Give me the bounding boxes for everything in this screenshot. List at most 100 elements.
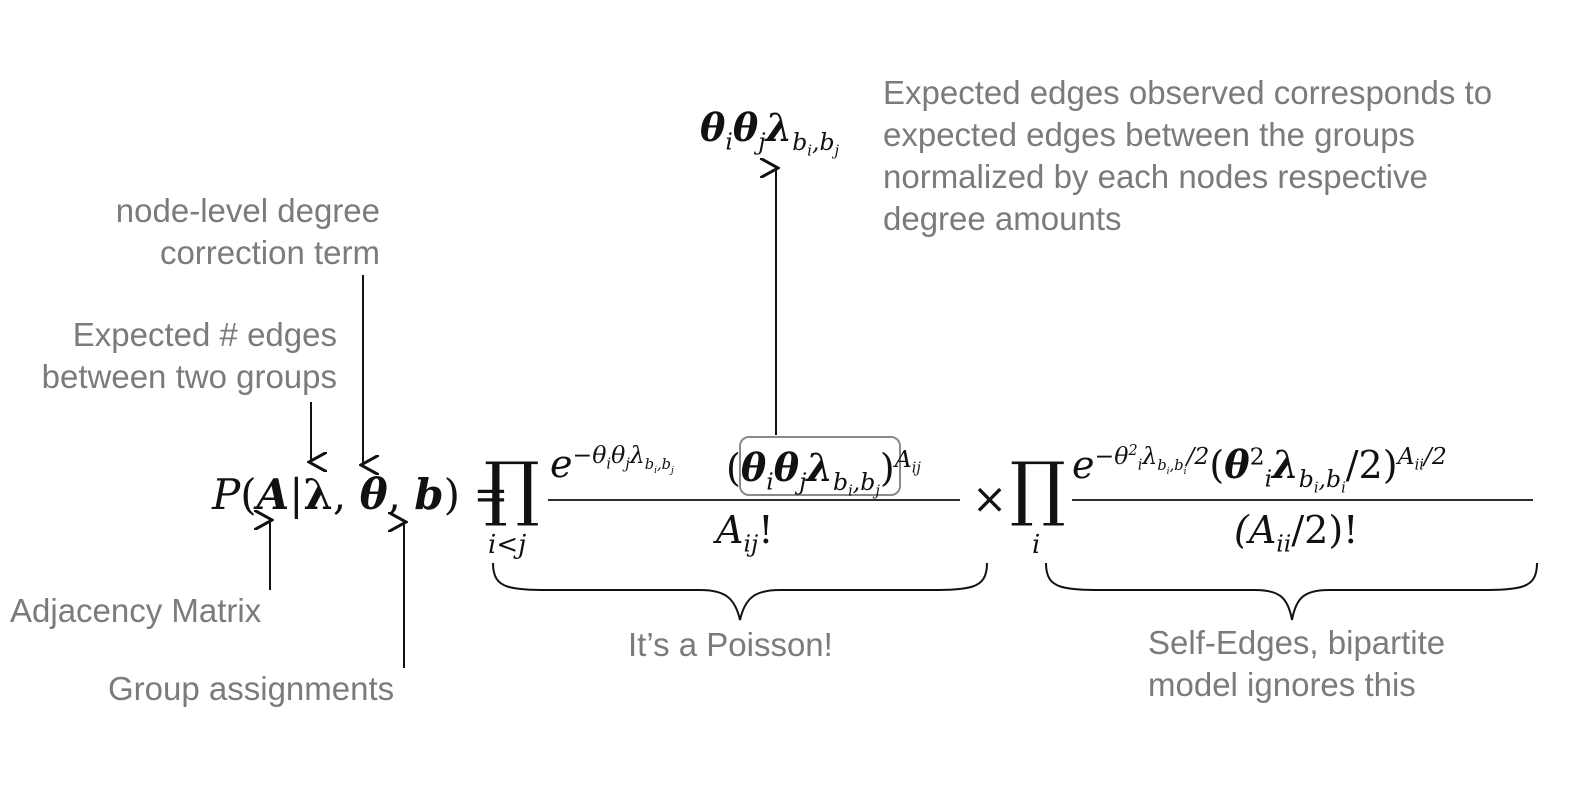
b-symbol: b: [1298, 464, 1314, 493]
annotation-line: between two groups: [41, 358, 337, 395]
index-i: i: [1166, 466, 1170, 477]
exponent-1: −θiθjλbi,bj: [572, 441, 674, 476]
numerator-1: e−θiθjλbi,bj: [550, 442, 674, 486]
theta-symbol: θ: [611, 441, 626, 470]
lambda-symbol: λ: [303, 470, 333, 519]
index-i: i: [1183, 466, 1187, 477]
annotation-line: correction term: [159, 234, 380, 271]
index-i: i: [1341, 479, 1346, 497]
product-1-lower: i<j: [488, 530, 527, 560]
group-symbol: b: [414, 470, 444, 519]
index-i: i: [654, 465, 657, 476]
theta-symbol: θ: [732, 105, 759, 150]
annotation-expected-edges: Expected # edges between two groups: [42, 314, 337, 398]
b-symbol: b: [1174, 457, 1184, 475]
likelihood-lhs: P(A|λ, θ, b) =: [212, 470, 509, 519]
index-i: i: [1313, 479, 1319, 497]
index-j: j: [875, 482, 880, 500]
index-ii: ii: [1276, 529, 1292, 558]
annotation-line: expected edges between the groups: [883, 116, 1416, 153]
exp-e: e: [550, 442, 573, 486]
square: 2: [1249, 442, 1265, 471]
lambda-symbol: λ: [765, 105, 793, 150]
times-sign: ×: [972, 474, 1008, 523]
product-sign: ∏: [1010, 447, 1066, 529]
index-ij: ij: [911, 460, 921, 478]
annotation-group-assignments: Group assignments: [108, 670, 395, 707]
p-symbol: P: [212, 470, 241, 519]
b-symbol: b: [860, 467, 876, 496]
index-ii: ii: [1414, 457, 1424, 475]
index-ij: ij: [743, 529, 759, 558]
theta-symbol: θ: [359, 470, 388, 519]
theta-symbol: θ: [773, 445, 800, 490]
half: /2: [1423, 442, 1447, 471]
b-symbol: b: [1326, 464, 1342, 493]
b-symbol: b: [661, 456, 671, 474]
lambda-subscript: bi,bj: [792, 127, 840, 160]
index-i: i: [1264, 464, 1273, 493]
exp-e: e: [1072, 443, 1095, 487]
annotation-line: Self-Edges, bipartite: [1148, 624, 1446, 661]
product-symbol-2: ∏: [1010, 448, 1066, 528]
annotation-line: normalized by each nodes respective: [883, 158, 1428, 195]
expected-term-top: θiθjλbi,bj: [700, 105, 839, 158]
b-symbol: b: [644, 456, 655, 474]
index-i: i: [1137, 457, 1143, 475]
index-i: i: [848, 482, 853, 500]
factorial-sign: !: [758, 508, 774, 552]
annotation-line: degree amounts: [883, 200, 1122, 237]
theta-symbol: θ: [700, 105, 726, 150]
index-j: j: [834, 142, 840, 160]
annotation-line: Expected # edges: [72, 316, 337, 353]
index-i: i: [807, 142, 812, 160]
square: 2: [1128, 442, 1138, 460]
numerator-1-term: (θiθjλbi,bj)Aij: [726, 445, 921, 500]
lambda-symbol: λ: [1142, 442, 1158, 471]
denominator-tail: /2)!: [1291, 508, 1359, 552]
exponent-2: −θ2iλbi,bi/2: [1094, 442, 1210, 477]
annotation-line: node-level degree: [115, 192, 380, 229]
index-j: j: [670, 465, 674, 476]
b-symbol: b: [833, 467, 849, 496]
exponent-a: A: [894, 445, 912, 474]
annotation-line: model ignores this: [1148, 666, 1416, 703]
half: /2: [1345, 443, 1383, 487]
theta-symbol: θ: [1114, 442, 1129, 471]
half: /2: [1186, 442, 1210, 471]
theta-symbol: θ: [740, 445, 767, 490]
product-symbol-1: ∏: [484, 448, 540, 528]
annotation-poisson: It’s a Poisson!: [628, 626, 833, 663]
adjacency-symbol: A: [256, 470, 290, 519]
annotation-line: Expected edges observed corresponds to: [883, 74, 1493, 111]
annotation-self-edges: Self-Edges, bipartite model ignores this: [1148, 622, 1445, 706]
product-2-lower: i: [1032, 530, 1041, 560]
annotation-degree-correction: node-level degree correction term: [116, 190, 380, 274]
annotation-adjacency-matrix: Adjacency Matrix: [10, 592, 262, 629]
brace-self-edges: [1045, 562, 1538, 621]
highlight-box: [739, 436, 901, 496]
adjacency-entry: A: [716, 508, 744, 552]
denominator-1: Aij!: [716, 508, 774, 555]
index-j: j: [625, 456, 630, 474]
b-symbol: b: [819, 127, 835, 156]
theta-symbol: θ: [592, 441, 607, 470]
lambda-symbol: λ: [629, 441, 645, 470]
b-symbol: b: [792, 127, 808, 156]
denominator-2: (Aii/2)!: [1234, 508, 1359, 555]
annotation-expected-edges-observed: Expected edges observed corresponds to e…: [883, 72, 1492, 240]
index-i: i: [766, 467, 774, 496]
lambda-symbol: λ: [806, 445, 834, 490]
b-symbol: b: [1157, 457, 1167, 475]
index-i: i: [725, 127, 733, 156]
index-i: i: [606, 456, 612, 474]
lambda-symbol: λ: [1272, 442, 1299, 487]
exponent-a: A: [1397, 442, 1415, 471]
numerator-2: e−θ2iλbi,bi/2(θ2iλbi,bi/2)Aii/2: [1072, 442, 1447, 497]
theta-symbol: θ: [1224, 442, 1250, 487]
product-sign: ∏: [484, 447, 540, 529]
index-j: j: [758, 127, 766, 156]
adjacency-entry: (A: [1234, 508, 1277, 552]
brace-poisson: [492, 562, 988, 621]
